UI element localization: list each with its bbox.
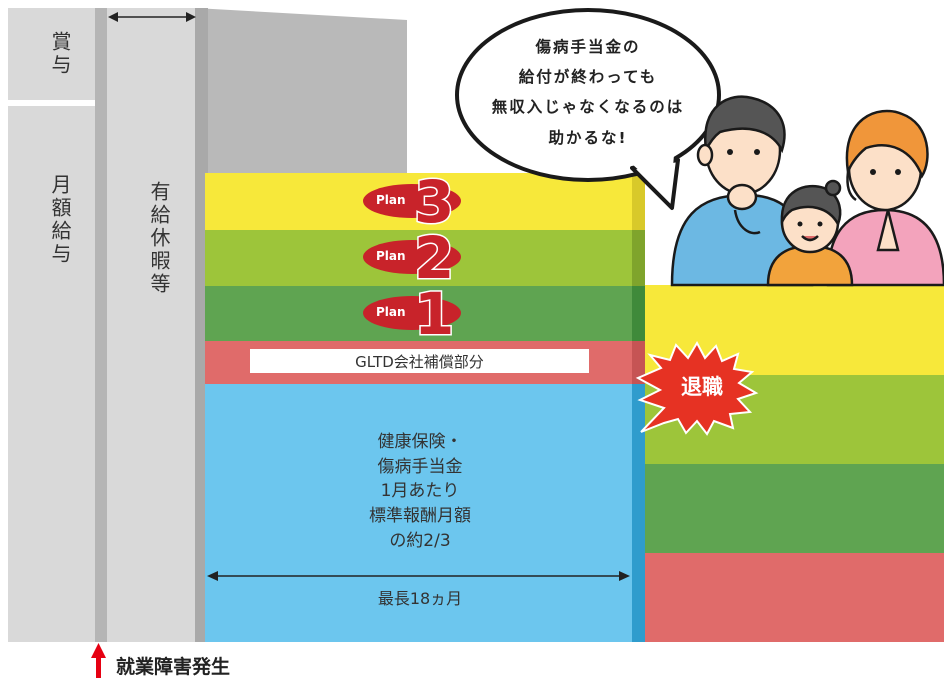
health-insurance-line-2: 傷病手当金 <box>377 456 463 477</box>
health-insurance-line-3: 1月あたり <box>380 481 460 502</box>
post-gltd-layer <box>645 553 944 642</box>
plan2-word: Plan <box>376 249 406 263</box>
paid-leave-side-strip <box>195 8 208 642</box>
speech-line-4: 助かるな! <box>548 128 628 147</box>
plan2-number: 2 <box>412 224 455 292</box>
post-plan1-layer <box>645 464 944 553</box>
plan3-side <box>632 173 645 230</box>
bonus-label: 賞与 <box>48 31 72 77</box>
family-illustration <box>670 95 944 287</box>
duration-arrow <box>207 571 630 581</box>
divider-strip <box>95 8 107 642</box>
paid-leave-width-arrow <box>108 12 196 22</box>
paid-leave-block <box>107 8 195 642</box>
health-insurance-side <box>632 384 645 642</box>
retirement-label: 退職 <box>681 375 723 399</box>
onset-label: 就業障害発生 <box>116 656 231 678</box>
plan1-side <box>632 286 645 341</box>
health-insurance-line-1: 健康保険・ <box>377 432 463 452</box>
health-insurance-line-5: の約2/3 <box>389 530 451 551</box>
speech-line-3: 無収入じゃなくなるのは <box>491 98 685 117</box>
health-insurance-line-4: 標準報酬月額 <box>369 505 471 526</box>
gltd-side <box>632 341 645 384</box>
speech-bubble <box>455 8 721 210</box>
retirement-badge <box>635 340 759 436</box>
onset-arrow <box>91 643 106 678</box>
speech-line-1: 傷病手当金の <box>535 38 641 56</box>
bonus-block <box>8 8 95 100</box>
plan1-number: 1 <box>412 280 455 348</box>
gltd-label-box <box>250 349 589 373</box>
gltd-label: GLTD会社補償部分 <box>355 353 484 371</box>
speech-bubble-text: 傷病手当金の 給付が終わっても 無収入じゃなくなるのは 助かるな! <box>468 32 708 153</box>
health-insurance-layer <box>205 384 632 642</box>
plan3-word: Plan <box>376 193 406 207</box>
monthly-salary-block <box>8 106 95 642</box>
plan2-side <box>632 230 645 286</box>
paid-leave-label: 有給休暇等 <box>147 180 171 296</box>
plan1-word: Plan <box>376 305 406 319</box>
plan3-number: 3 <box>412 168 455 236</box>
speech-line-2: 給付が終わっても <box>518 68 658 87</box>
health-insurance-text: 健康保険・ 傷病手当金 1月あたり 標準報酬月額 の約2/3 <box>300 430 540 553</box>
duration-label: 最長18ヵ月 <box>377 589 463 608</box>
monthly-salary-label: 月額給与 <box>48 174 72 266</box>
